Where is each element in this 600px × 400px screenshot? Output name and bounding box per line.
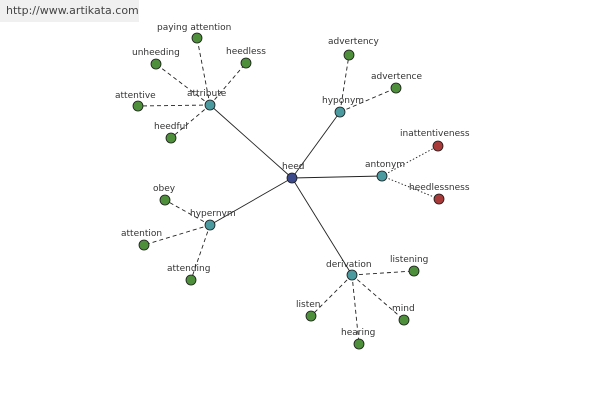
- edge-attribute-attentive: [137, 104, 211, 107]
- relation-label-attribute: attribute: [187, 89, 227, 99]
- leaf-label-hearing: hearing: [341, 328, 375, 338]
- relation-node-attribute[interactable]: [204, 99, 216, 111]
- leaf-label-attention: attention: [121, 229, 162, 239]
- edge-heed-hypernym: [209, 177, 293, 226]
- leaf-label-advertency: advertency: [328, 37, 380, 47]
- edge-heed-attribute: [209, 104, 293, 179]
- leaf-node-attending[interactable]: [185, 274, 197, 286]
- edge-hyponym-advertence: [339, 87, 397, 113]
- edge-attribute-unheeding: [155, 63, 211, 106]
- edge-hyponym-advertency: [339, 54, 350, 113]
- leaf-node-listen[interactable]: [305, 310, 317, 322]
- edge-derivation-listen: [310, 274, 353, 317]
- edge-heed-hyponym: [291, 111, 341, 179]
- label-heed: heed: [282, 162, 305, 172]
- relation-label-derivation: derivation: [326, 260, 372, 270]
- leaf-label-unheeding: unheeding: [132, 48, 180, 58]
- leaf-label-attentive: attentive: [115, 91, 156, 101]
- relation-node-antonym[interactable]: [376, 170, 388, 182]
- leaf-node-attention[interactable]: [138, 239, 150, 251]
- edge-attribute-heedless: [209, 62, 247, 106]
- edge-attribute-heedful: [170, 104, 211, 139]
- leaf-node-advertence[interactable]: [390, 82, 402, 94]
- leaf-node-advertency[interactable]: [343, 49, 355, 61]
- edge-heed-derivation: [291, 177, 353, 276]
- edge-heed-antonym: [291, 175, 383, 179]
- leaf-label-obey: obey: [153, 184, 176, 194]
- leaf-label-paying-attention: paying attention: [157, 23, 231, 33]
- leaf-label-heedlessness: heedlessness: [409, 183, 470, 193]
- leaf-node-attentive[interactable]: [132, 100, 144, 112]
- leaf-node-paying-attention[interactable]: [191, 32, 203, 44]
- leaf-node-listening[interactable]: [408, 265, 420, 277]
- edge-derivation-hearing: [351, 274, 360, 345]
- node-heed[interactable]: [286, 172, 298, 184]
- graph-nodes: [132, 32, 445, 350]
- leaf-node-heedful[interactable]: [165, 132, 177, 144]
- leaf-node-heedlessness[interactable]: [433, 193, 445, 205]
- edge-hypernym-attending: [190, 224, 211, 281]
- leaf-label-advertence: advertence: [371, 72, 423, 82]
- leaf-label-listen: listen: [296, 300, 320, 310]
- leaf-node-obey[interactable]: [159, 194, 171, 206]
- relation-label-hyponym: hyponym: [322, 96, 364, 106]
- edge-derivation-listening: [351, 270, 415, 276]
- relation-label-antonym: antonym: [365, 160, 405, 170]
- relation-node-hyponym[interactable]: [334, 106, 346, 118]
- leaf-node-heedless[interactable]: [240, 57, 252, 69]
- edge-attribute-paying-attention: [196, 37, 211, 106]
- relation-node-hypernym[interactable]: [204, 219, 216, 231]
- leaf-label-heedless: heedless: [226, 47, 266, 57]
- graph-edges: [137, 37, 440, 345]
- edge-hypernym-obey: [164, 199, 211, 226]
- leaf-label-attending: attending: [167, 264, 210, 274]
- leaf-node-mind[interactable]: [398, 314, 410, 326]
- leaf-label-inattentiveness: inattentiveness: [400, 129, 470, 139]
- leaf-label-mind: mind: [392, 304, 415, 314]
- leaf-label-heedful: heedful: [154, 122, 188, 132]
- leaf-label-listening: listening: [390, 255, 428, 265]
- graph-labels: heed attribute paying attention unheeding he…: [115, 23, 470, 338]
- edge-derivation-mind: [351, 274, 405, 321]
- edge-hypernym-attention: [143, 224, 211, 246]
- source-url-banner[interactable]: http://www.artikata.com: [0, 0, 139, 22]
- relation-node-derivation[interactable]: [346, 269, 358, 281]
- leaf-node-unheeding[interactable]: [150, 58, 162, 70]
- leaf-node-inattentiveness[interactable]: [432, 140, 444, 152]
- edge-antonym-inattentiveness: [381, 145, 439, 177]
- leaf-node-hearing[interactable]: [353, 338, 365, 350]
- relation-label-hypernym: hypernym: [190, 209, 236, 219]
